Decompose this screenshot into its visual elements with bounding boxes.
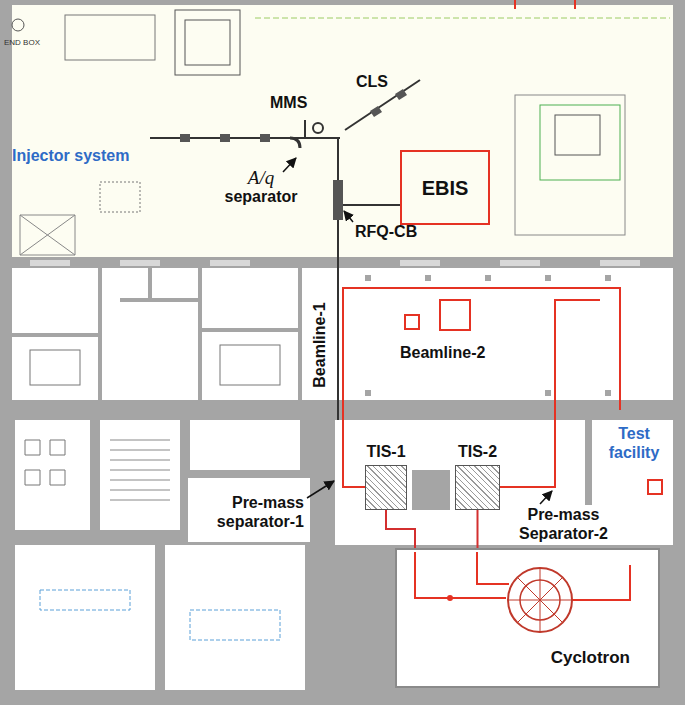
column <box>365 275 611 396</box>
room <box>165 545 305 690</box>
shielding <box>412 470 450 510</box>
room <box>100 420 180 530</box>
beam-element <box>290 138 300 148</box>
equipment <box>185 20 230 65</box>
stair <box>110 440 170 500</box>
room <box>15 420 90 530</box>
window <box>400 260 440 266</box>
leader-arrow <box>283 158 296 172</box>
box-heading: TIS-2 <box>458 442 497 461</box>
beam-element <box>180 89 407 220</box>
window <box>500 260 540 266</box>
box-label: EBIS <box>422 176 469 200</box>
room <box>190 420 300 470</box>
window <box>600 260 640 266</box>
device-label: Pre-mass Separator-2 <box>496 505 631 543</box>
equipment <box>65 15 155 60</box>
beam-line <box>150 80 420 420</box>
device-label: MMS <box>270 93 307 112</box>
cyclotron-room: Cyclotron <box>395 548 660 688</box>
beamline-label: Beamline-1 <box>310 302 329 387</box>
room <box>188 478 310 542</box>
area-label: Injector system <box>12 146 129 165</box>
end-box-symbol <box>12 19 24 31</box>
cyclotron-vault <box>395 548 660 688</box>
device-label: A/q separator <box>221 168 301 206</box>
device-label: Pre-mass separator-1 <box>192 493 304 531</box>
beam-element <box>447 595 453 601</box>
test-equipment <box>648 480 662 494</box>
beamline-label: Beamline-2 <box>400 343 485 362</box>
equipment <box>515 95 625 235</box>
injector-hall <box>12 5 673 257</box>
equipment <box>100 182 140 212</box>
room <box>15 545 155 690</box>
test-room <box>592 420 673 505</box>
cyclotron-symbol <box>508 568 572 632</box>
fixture <box>40 590 130 610</box>
equipment <box>20 215 75 255</box>
grid-tick <box>515 0 575 9</box>
guide-line <box>255 18 670 19</box>
window <box>120 260 160 266</box>
equipment <box>175 10 240 75</box>
leader-arrow <box>540 491 552 504</box>
beam-line <box>415 552 630 600</box>
room-fixture <box>220 345 280 385</box>
leader-arrow <box>307 481 334 498</box>
box-heading: TIS-1 <box>366 442 405 461</box>
box-label: Cyclotron <box>551 648 630 668</box>
area-label: Test facility <box>596 424 672 462</box>
beam-element <box>313 123 323 133</box>
window <box>30 260 70 266</box>
target-ion-source: TIS-1 <box>365 465 407 510</box>
device-label: RFQ-CB <box>355 222 417 241</box>
target-ion-source: TIS-2 <box>455 465 500 510</box>
window <box>210 260 250 266</box>
equipment <box>555 115 600 155</box>
beam-transport-line <box>477 510 479 548</box>
device-label: CLS <box>356 72 388 91</box>
room-fixture <box>30 350 80 385</box>
leader-arrow <box>344 211 353 222</box>
equipment <box>540 105 620 180</box>
equipment-note: END BOX <box>4 38 40 48</box>
cyclotron-symbol <box>508 568 572 632</box>
fixture <box>190 610 280 640</box>
beam-transport-line <box>386 510 415 548</box>
beam-line <box>343 288 620 420</box>
room-wall <box>12 268 300 400</box>
ion-source-box: EBIS <box>400 150 490 225</box>
room <box>490 505 673 545</box>
toilet-fixture <box>25 440 65 485</box>
